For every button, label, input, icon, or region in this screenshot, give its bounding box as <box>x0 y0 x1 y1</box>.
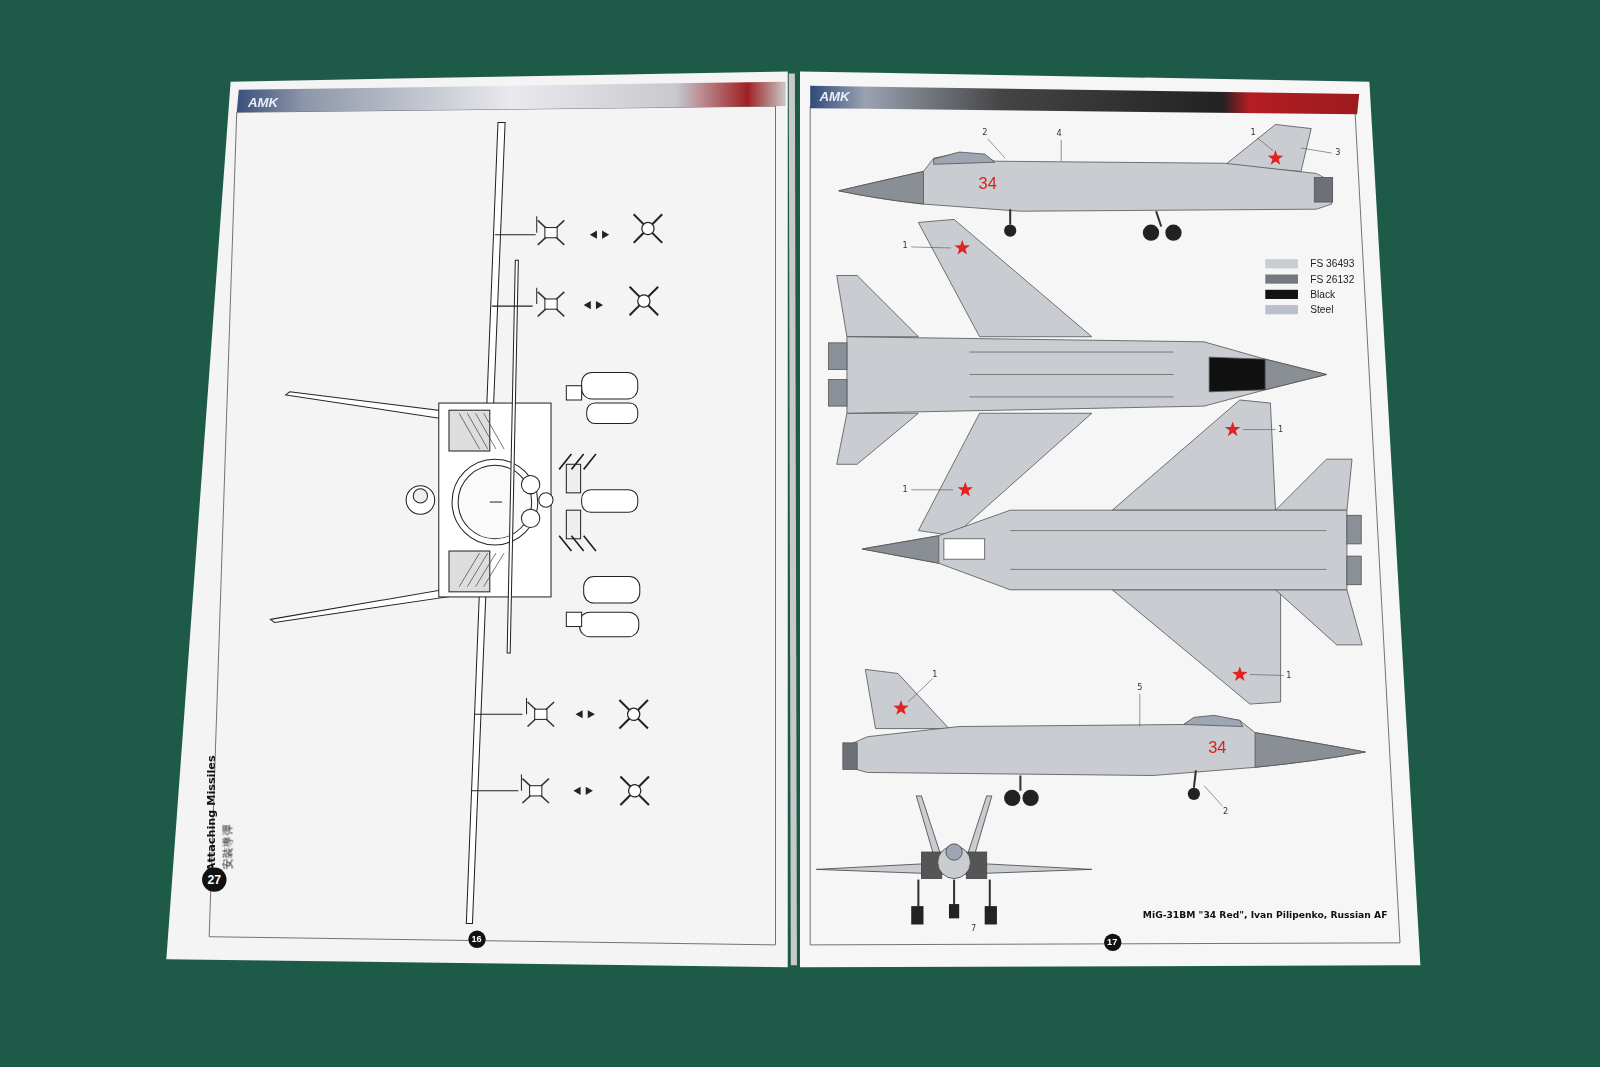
callout-number: 1 <box>1251 128 1256 137</box>
brand-logo: AMK <box>819 90 849 105</box>
node-text: 17 <box>1107 937 1117 947</box>
legend-row: FS 36493 <box>1265 258 1354 269</box>
legend-row: Black <box>1265 289 1335 300</box>
page-number: 17 <box>1104 933 1121 950</box>
callout-number: 3 <box>1335 148 1340 157</box>
legend-row: FS 26132 <box>1265 273 1354 284</box>
callout-number: 1 <box>1286 671 1291 680</box>
callout-number: 1 <box>903 241 908 250</box>
brand-logo: AMK <box>248 96 278 111</box>
node-text: 16 <box>471 934 481 944</box>
step-title: Attaching Missiles <box>205 755 217 871</box>
page-number: 16 <box>468 930 485 947</box>
callout-number: 1 <box>1278 425 1283 434</box>
legend-row: Steel <box>1265 304 1333 315</box>
callout-number: 4 <box>1057 129 1062 138</box>
callout-number: 2 <box>1223 808 1228 817</box>
step-title-chinese: 安裝導彈 <box>222 825 234 870</box>
tactical-number: 34 <box>979 174 997 192</box>
callout-number: 1 <box>903 485 908 494</box>
step-number: 27 <box>202 867 226 891</box>
legend-text: FS 36493 <box>1310 258 1354 269</box>
callout-number: 2 <box>982 128 987 137</box>
node-text: 27 <box>207 872 221 886</box>
legend-swatch <box>1265 259 1298 268</box>
callout-number: 5 <box>1137 683 1142 692</box>
legend-text: Black <box>1310 289 1335 300</box>
callout-number: 1 <box>932 670 937 679</box>
legend-text: Steel <box>1310 304 1333 315</box>
tactical-number: 34 <box>1208 739 1226 757</box>
callout-number: 7 <box>971 924 976 933</box>
legend-swatch <box>1265 274 1298 283</box>
legend-swatch <box>1265 305 1298 314</box>
legend-text: FS 26132 <box>1310 273 1354 284</box>
legend-swatch <box>1265 290 1298 299</box>
scheme-caption: MiG-31BM "34 Red", Ivan Pilipenko, Russi… <box>1143 911 1388 921</box>
